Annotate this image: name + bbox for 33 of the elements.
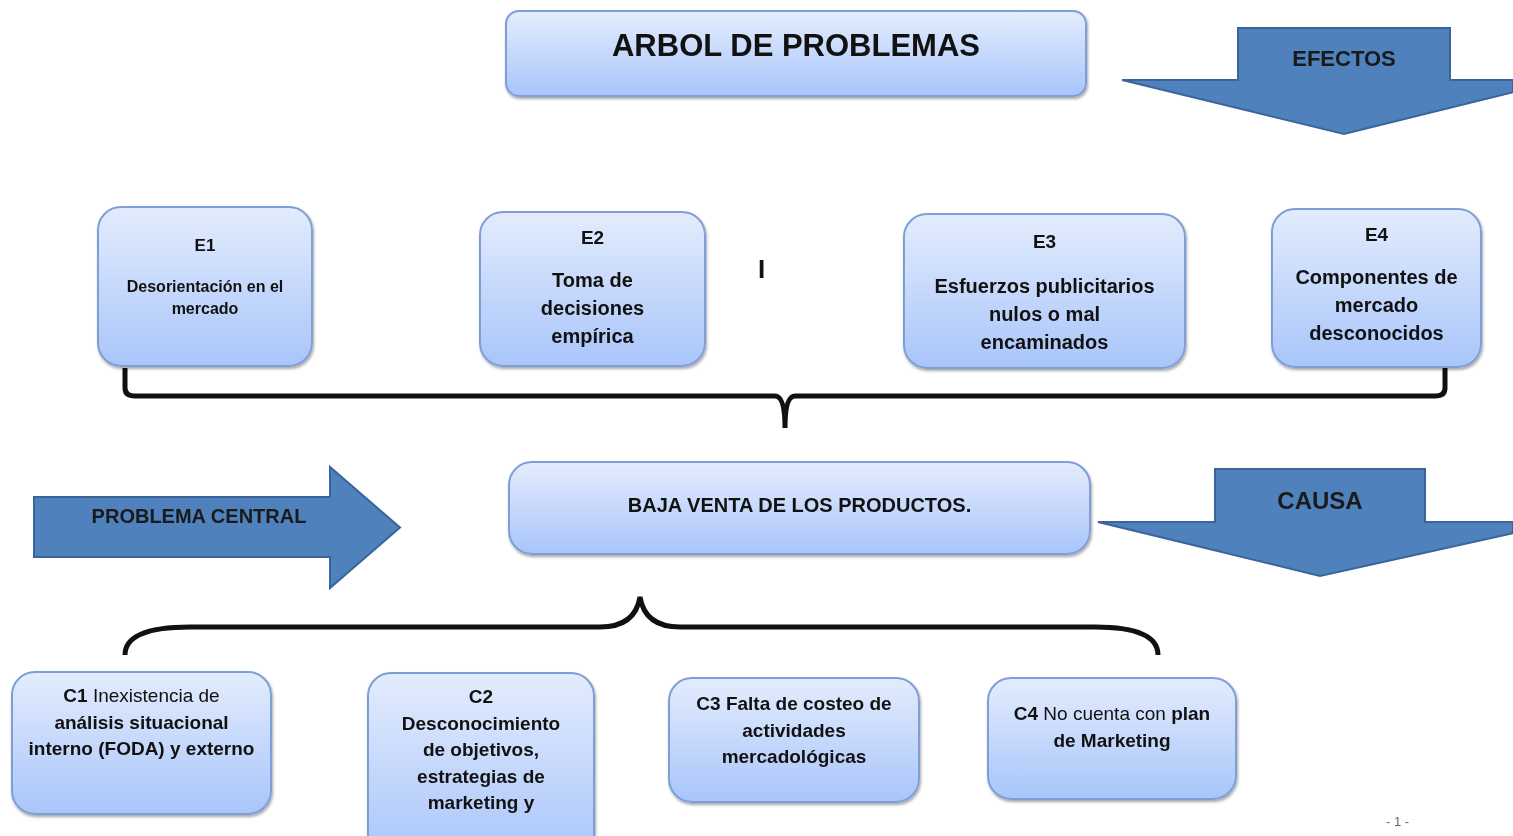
box-text: Toma de decisiones empírica	[539, 267, 646, 349]
box-heading: E2	[580, 226, 605, 250]
rounded-box	[11, 671, 272, 815]
arrow-label: EFECTOS	[1291, 46, 1397, 72]
block-arrow	[1098, 469, 1513, 576]
page-number: - 1 -	[1386, 814, 1410, 829]
title: ARBOL DE PROBLEMAS	[612, 27, 980, 65]
rounded-box	[1271, 208, 1482, 368]
stray-mark: I	[758, 254, 766, 285]
box-text: C3 Falta de costeo de actividades mercadológicas	[695, 692, 893, 770]
rounded-box	[367, 672, 595, 836]
arrow-label: PROBLEMA CENTRAL	[90, 505, 308, 528]
block-arrow	[34, 467, 400, 588]
arrow-label: CAUSA	[1276, 487, 1364, 515]
box-text: BAJA VENTA DE LOS PRODUCTOS.	[627, 493, 972, 518]
box-heading: E4	[1364, 223, 1389, 247]
box-heading: E1	[194, 235, 216, 257]
rounded-box	[479, 211, 706, 367]
box-text: Esfuerzos publicitarios nulos o mal encaminados	[933, 273, 1156, 355]
box-text: Desorientación en el mercado	[125, 276, 285, 320]
box-text: C4 No cuenta con plan de Marketing	[1012, 702, 1212, 753]
rounded-box	[987, 677, 1237, 800]
rounded-box	[508, 461, 1091, 555]
box-text: Desconocimiento de objetivos, estrategias de marketing y	[400, 711, 562, 816]
box-heading: E3	[1032, 230, 1057, 254]
rounded-box	[97, 206, 313, 367]
rounded-box	[668, 677, 920, 803]
box-heading: C2	[468, 685, 494, 709]
block-arrow	[1122, 28, 1513, 134]
title-box	[505, 10, 1087, 97]
rounded-box	[903, 213, 1186, 369]
box-text: C1 Inexistencia de análisis situacional interno (FODA) y externo	[27, 684, 256, 762]
box-text: Componentes de mercado desconocidos	[1294, 264, 1459, 346]
